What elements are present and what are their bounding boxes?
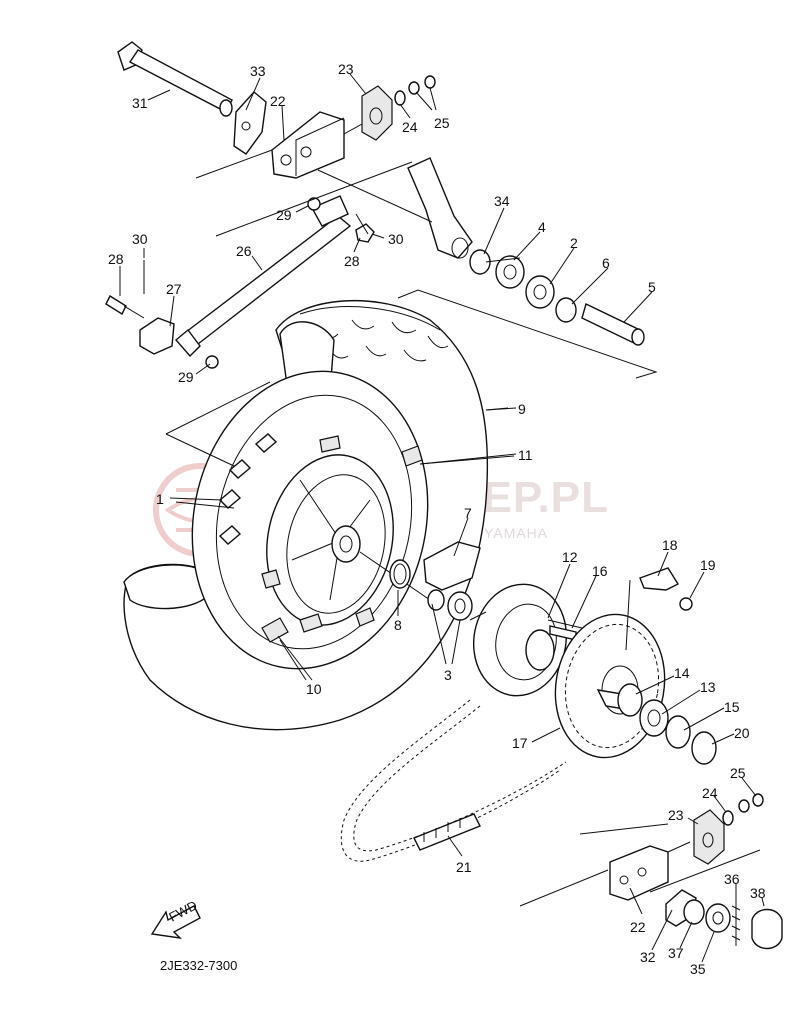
callout-11: 11	[518, 447, 533, 463]
callout-27: 27	[166, 281, 182, 297]
callout-37: 37	[668, 945, 684, 961]
callout-28-right: 28	[344, 253, 360, 269]
callout-36: 36	[724, 871, 740, 887]
callout-4: 4	[538, 219, 546, 235]
callout-1: 1	[156, 491, 164, 507]
swingarm-arm	[407, 157, 473, 259]
callout-29-top: 29	[276, 207, 292, 223]
callout-9: 9	[518, 401, 526, 417]
callout-2: 2	[570, 235, 578, 251]
callout-10: 10	[306, 681, 322, 697]
callout-22-top: 22	[270, 93, 286, 109]
callout-30-right: 30	[388, 231, 404, 247]
guide-lines-top	[195, 123, 658, 379]
callout-23-bottom: 23	[668, 807, 684, 823]
sprocket-hub	[469, 583, 583, 697]
callout-6: 6	[602, 255, 610, 271]
callout-29-bottom: 29	[178, 369, 194, 385]
callout-24-bottom: 24	[702, 785, 718, 801]
callout-leaders	[119, 73, 765, 963]
adjuster-bolts	[105, 213, 375, 355]
lower-small-parts	[665, 889, 783, 950]
callout-18: 18	[662, 537, 678, 553]
bearing-stack-lower	[617, 683, 717, 765]
chain-puller-top	[361, 75, 436, 141]
rear-wheel	[123, 299, 489, 731]
callout-13: 13	[700, 679, 716, 695]
callout-12: 12	[562, 549, 578, 565]
callout-34: 34	[494, 193, 510, 209]
callout-20: 20	[734, 725, 750, 741]
callout-3: 3	[444, 667, 452, 683]
callout-15: 15	[724, 699, 740, 715]
stay-bracket	[625, 567, 693, 651]
callout-14: 14	[674, 665, 690, 681]
callout-22-bottom: 22	[630, 919, 646, 935]
callout-31: 31	[132, 95, 148, 111]
diagram-code: 2JE332-7300	[160, 958, 237, 973]
callout-7: 7	[464, 505, 472, 521]
callout-21: 21	[456, 859, 472, 875]
callout-30-left: 30	[132, 231, 148, 247]
adjuster-assy-lower	[519, 793, 764, 907]
callout-8: 8	[394, 617, 402, 633]
callout-19: 19	[700, 557, 716, 573]
hub-spacers	[389, 541, 481, 621]
callout-28-left: 28	[108, 251, 124, 267]
callout-23-top: 23	[338, 61, 354, 77]
drive-chain	[340, 699, 567, 862]
callout-16: 16	[592, 563, 608, 579]
callout-25-top: 25	[434, 115, 450, 131]
callout-38: 38	[750, 885, 766, 901]
adjuster-block-top	[271, 111, 345, 179]
callout-26: 26	[236, 243, 252, 259]
callout-numbers: 31 33 22 23 24 25 29 30 34 4 30 28 28 26…	[108, 61, 766, 977]
bearing-stack-upper	[469, 249, 645, 346]
callout-5: 5	[648, 279, 656, 295]
callout-17: 17	[512, 735, 528, 751]
pivot-shaft	[117, 41, 233, 117]
callout-32: 32	[640, 949, 656, 965]
rear-axle	[175, 195, 352, 369]
callout-35: 35	[690, 961, 706, 977]
forward-arrow-icon: FWD	[150, 898, 201, 939]
callout-25-bottom: 25	[730, 765, 746, 781]
callout-33: 33	[250, 63, 266, 79]
callout-24-top: 24	[402, 119, 418, 135]
